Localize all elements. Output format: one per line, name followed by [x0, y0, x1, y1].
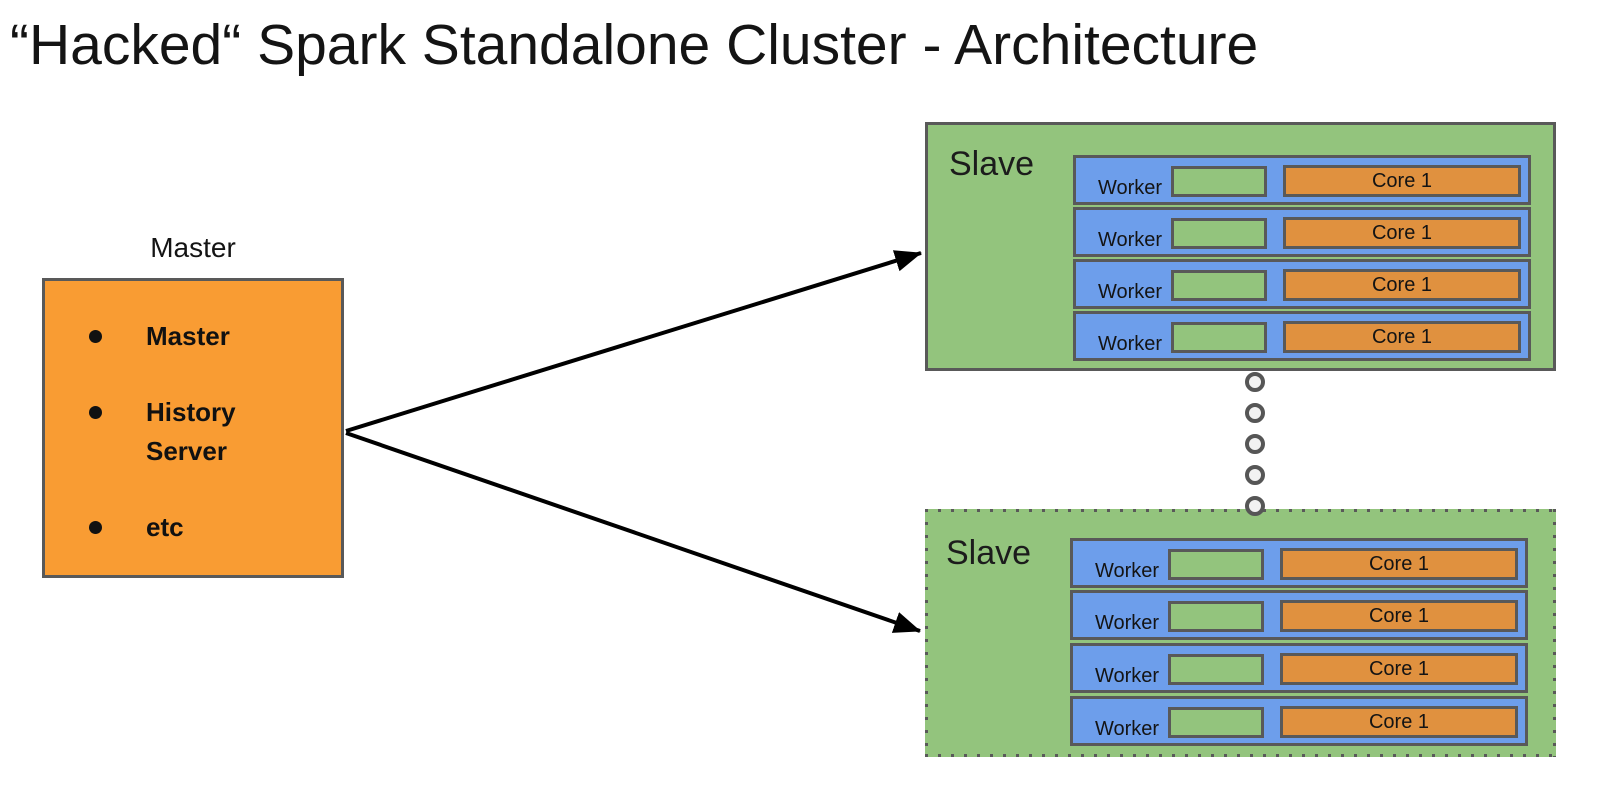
master-box: Master History Server etc: [42, 278, 344, 578]
core-box: Core 1: [1283, 217, 1521, 249]
master-list-item: Master: [89, 317, 323, 356]
executor-slot-box: [1171, 166, 1267, 197]
master-list-item: History Server: [89, 393, 323, 471]
bullet-icon: [89, 406, 102, 419]
worker-row: Worker Core 1: [1073, 155, 1531, 205]
executor-slot-box: [1168, 654, 1264, 685]
worker-label: Worker: [1098, 333, 1163, 355]
slave-label: Slave: [946, 534, 1032, 572]
slave-box-2: Slave Worker Core 1 Worker Core 1 Worker…: [925, 509, 1556, 757]
core-label: Core 1: [1371, 325, 1433, 348]
executor-slot-box: [1168, 549, 1264, 580]
core-label: Core 1: [1368, 710, 1430, 733]
core-label: Core 1: [1368, 552, 1430, 575]
core-box: Core 1: [1283, 165, 1521, 197]
worker-row: Worker Core 1: [1073, 207, 1531, 257]
core-box: Core 1: [1283, 269, 1521, 301]
core-box: Core 1: [1283, 321, 1521, 353]
worker-row: Worker Core 1: [1070, 696, 1528, 746]
worker-row: Worker Core 1: [1070, 643, 1528, 693]
ellipsis-dot: [1245, 372, 1265, 392]
arrow-master-to-slave2: [345, 431, 921, 633]
executor-slot-box: [1168, 601, 1264, 632]
ellipsis-dot: [1245, 465, 1265, 485]
core-label: Core 1: [1371, 273, 1433, 296]
master-list-item: etc: [89, 508, 323, 547]
bullet-icon: [89, 521, 102, 534]
master-item-label: Master: [146, 321, 230, 351]
core-box: Core 1: [1280, 706, 1518, 738]
bullet-icon: [89, 330, 102, 343]
worker-label: Worker: [1098, 177, 1163, 199]
ellipsis-dot: [1245, 403, 1265, 423]
worker-label: Worker: [1095, 560, 1160, 582]
worker-row: Worker Core 1: [1070, 590, 1528, 640]
ellipsis-dot: [1245, 496, 1265, 516]
worker-label: Worker: [1095, 612, 1160, 634]
core-box: Core 1: [1280, 653, 1518, 685]
ellipsis-dot: [1245, 434, 1265, 454]
master-item-label: etc: [146, 512, 184, 542]
slave-box-1: Slave Worker Core 1 Worker Core 1 Worker…: [925, 122, 1556, 371]
core-box: Core 1: [1280, 600, 1518, 632]
worker-label: Worker: [1095, 665, 1160, 687]
worker-row: Worker Core 1: [1070, 538, 1528, 588]
executor-slot-box: [1171, 322, 1267, 353]
core-label: Core 1: [1371, 169, 1433, 192]
diagram-title: “Hacked“ Spark Standalone Cluster - Arch…: [10, 13, 1259, 77]
executor-slot-box: [1171, 218, 1267, 249]
worker-row: Worker Core 1: [1073, 259, 1531, 309]
core-box: Core 1: [1280, 548, 1518, 580]
core-label: Core 1: [1368, 604, 1430, 627]
worker-label: Worker: [1098, 281, 1163, 303]
worker-row: Worker Core 1: [1073, 311, 1531, 361]
master-caption: Master: [150, 232, 236, 263]
executor-slot-box: [1171, 270, 1267, 301]
worker-label: Worker: [1095, 718, 1160, 740]
worker-label: Worker: [1098, 229, 1163, 251]
core-label: Core 1: [1371, 221, 1433, 244]
master-item-label: History Server: [146, 397, 236, 466]
core-label: Core 1: [1368, 657, 1430, 680]
arrow-master-to-slave1: [345, 250, 922, 433]
slave-label: Slave: [949, 145, 1035, 183]
executor-slot-box: [1168, 707, 1264, 738]
